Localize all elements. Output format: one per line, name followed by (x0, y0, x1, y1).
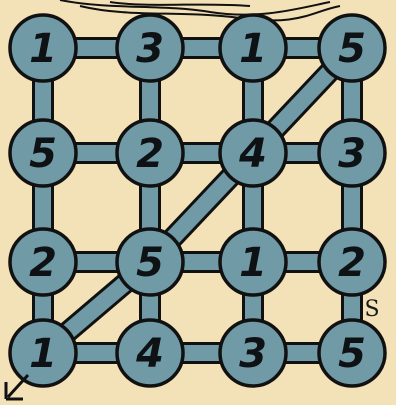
node-r2c2: 1 (220, 229, 286, 295)
node-r3c0: 1 (10, 320, 76, 386)
node-number: 2 (29, 240, 57, 286)
node-r3c3: 5 (319, 320, 385, 386)
node-r1c2: 4 (220, 120, 286, 186)
node-number: 1 (239, 26, 267, 72)
node-r2c3: 2 (319, 229, 385, 295)
node-number: 3 (239, 331, 267, 377)
artist-signature: S (364, 297, 379, 322)
node-number: 5 (29, 131, 57, 177)
node-number: 3 (338, 131, 366, 177)
top-decoration (60, 0, 340, 20)
node-r0c2: 1 (220, 15, 286, 81)
node-r3c2: 3 (220, 320, 286, 386)
node-r0c1: 3 (117, 15, 183, 81)
node-number: 1 (29, 331, 57, 377)
node-r0c0: 1 (10, 15, 76, 81)
path-edges (43, 48, 352, 353)
node-number: 3 (136, 26, 164, 72)
node-r1c1: 2 (117, 120, 183, 186)
node-r0c3: 5 (319, 15, 385, 81)
node-number: 2 (338, 240, 366, 286)
node-number: 5 (338, 331, 366, 377)
node-r2c1: 5 (117, 229, 183, 295)
node-r1c0: 5 (10, 120, 76, 186)
arrow-down-left-icon (6, 375, 28, 399)
node-number: 5 (338, 26, 366, 72)
node-number: 4 (135, 331, 164, 377)
node-r1c3: 3 (319, 120, 385, 186)
node-number: 1 (29, 26, 57, 72)
node-number: 4 (238, 131, 267, 177)
node-r3c1: 4 (117, 320, 183, 386)
node-number: 5 (136, 240, 164, 286)
node-number: 1 (239, 240, 267, 286)
node-number: 2 (136, 131, 164, 177)
node-r2c0: 2 (10, 229, 76, 295)
